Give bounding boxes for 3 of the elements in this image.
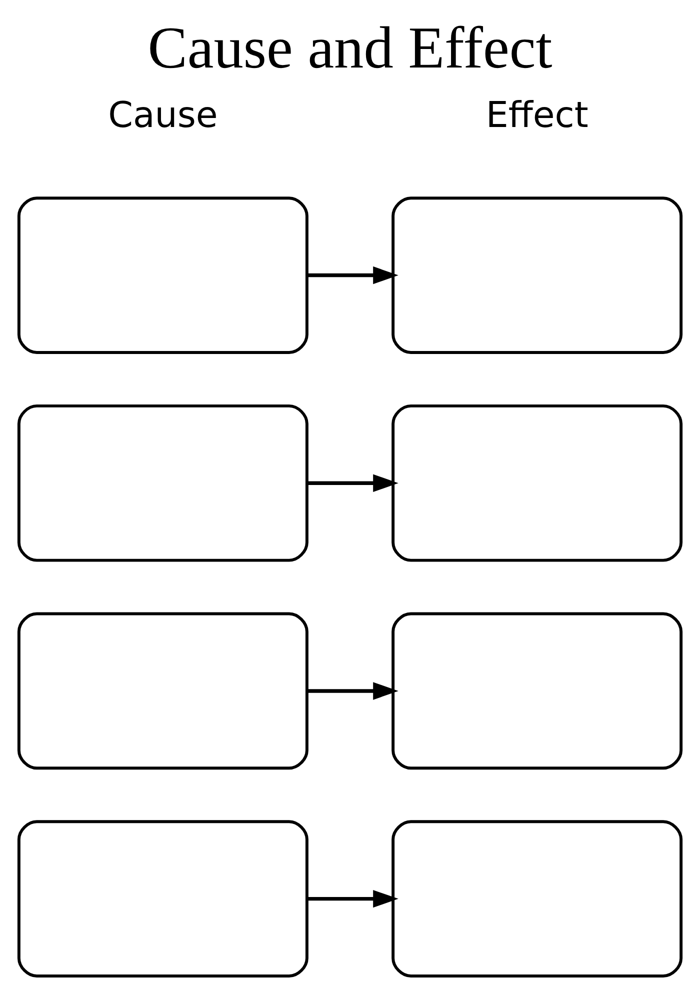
label: Cause bbox=[108, 95, 218, 136]
label: Effect bbox=[486, 95, 588, 136]
diagram-title: Cause and Effect bbox=[148, 14, 552, 80]
